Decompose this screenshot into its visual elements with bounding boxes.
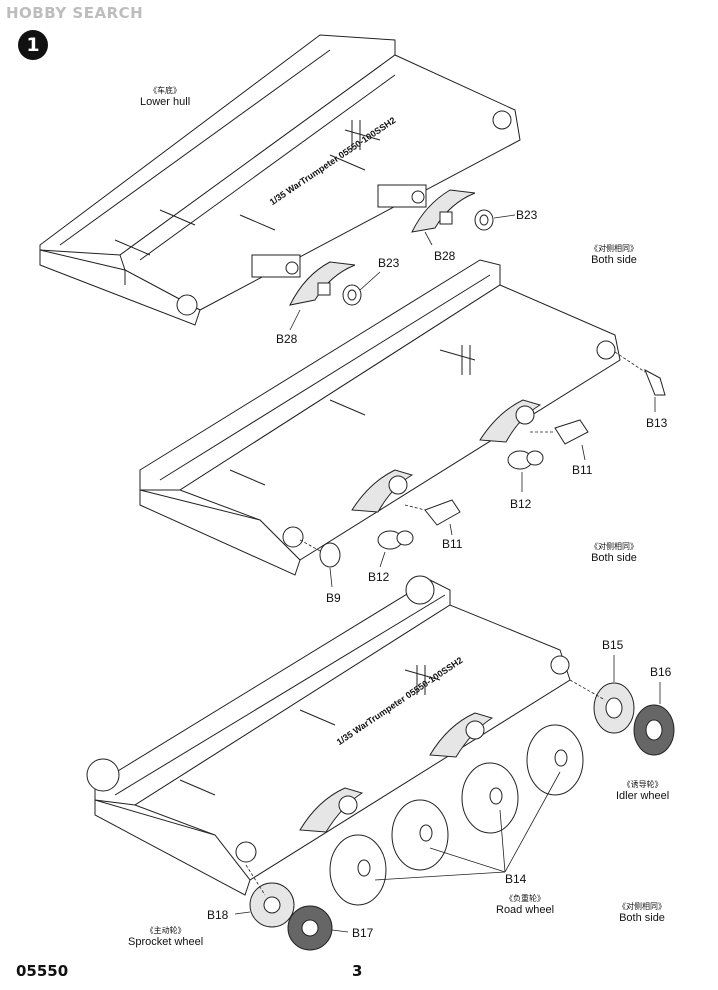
part-b14: B14 xyxy=(505,872,527,886)
swing-arm-b11-left xyxy=(404,499,461,536)
road-wheel-hub-b23-right xyxy=(474,209,516,231)
lower-hull-bottom xyxy=(86,575,571,896)
step-number-badge: 1 xyxy=(18,30,48,60)
both-side-label-cn: 《对侧相同》 xyxy=(590,244,638,253)
road-wheel-label: 《负重轮》 Road wheel xyxy=(496,894,554,917)
road-wheel-label-en: Road wheel xyxy=(496,904,555,916)
part-b13: B13 xyxy=(646,416,668,430)
track-guard-b28-left xyxy=(289,261,356,331)
part-b12-left: B12 xyxy=(368,570,390,584)
lower-hull-label-en: Lower hull xyxy=(140,96,191,108)
both-side-label-cn: 《对侧相同》 xyxy=(618,902,666,911)
idler-wheel-label: 《诱导轮》 Idler wheel xyxy=(616,780,669,803)
swing-arm-b12-right xyxy=(507,450,544,492)
both-side-label-1: 《对侧相同》 Both side xyxy=(590,244,638,267)
both-side-label-cn: 《对侧相同》 xyxy=(590,542,638,551)
part-b12-right: B12 xyxy=(510,497,532,511)
page-number: 3 xyxy=(352,962,363,980)
lower-hull-top xyxy=(39,34,521,326)
part-b9: B9 xyxy=(326,591,341,605)
swing-arm-b12-left xyxy=(377,530,414,568)
part-b11-left: B11 xyxy=(442,537,463,551)
road-wheel-hub-b23-left xyxy=(342,271,381,306)
lower-hull-label-cn: 《车底》 xyxy=(149,86,182,95)
road-wheels-b14 xyxy=(329,724,584,906)
watermark: HOBBY SEARCH xyxy=(6,4,144,22)
part-b28-upper: B28 xyxy=(434,249,456,263)
both-side-label-en: Both side xyxy=(619,912,665,924)
idler-wheel-b16 xyxy=(633,682,675,756)
part-b17: B17 xyxy=(352,926,374,940)
sprocket-axle-b9 xyxy=(299,539,341,588)
part-b16: B16 xyxy=(650,665,672,679)
part-b15: B15 xyxy=(602,638,624,652)
sprocket-wheel-b18 xyxy=(234,864,295,928)
swing-arm-b11-right xyxy=(530,419,589,461)
sprocket-wheel-label: 《主动轮》 Sprocket wheel xyxy=(128,926,203,949)
part-b18: B18 xyxy=(207,908,229,922)
part-b23-upper: B23 xyxy=(516,208,538,222)
sprocket-wheel-label-en: Sprocket wheel xyxy=(128,936,204,948)
road-wheel-label-cn: 《负重轮》 xyxy=(505,894,546,903)
both-side-label-en: Both side xyxy=(591,254,637,266)
product-code: 05550 xyxy=(16,962,69,980)
both-side-label-2: 《对侧相同》 Both side xyxy=(590,542,638,565)
part-b28-lower: B28 xyxy=(276,332,298,346)
idler-wheel-b15 xyxy=(569,655,635,734)
idler-axle-b13 xyxy=(614,351,666,412)
part-b11-right: B11 xyxy=(572,463,593,477)
both-side-label-en: Both side xyxy=(591,552,637,564)
lower-hull-middle xyxy=(139,259,621,576)
sprocket-wheel-label-cn: 《主动轮》 xyxy=(145,926,186,935)
track-guard-b28-right xyxy=(411,189,476,246)
sprocket-wheel-b17 xyxy=(287,905,349,951)
idler-wheel-label-en: Idler wheel xyxy=(616,790,670,802)
part-b23-lower: B23 xyxy=(378,256,400,270)
both-side-label-3: 《对侧相同》 Both side xyxy=(618,902,666,925)
idler-wheel-label-cn: 《诱导轮》 xyxy=(622,780,663,789)
lower-hull-label: 《车底》 Lower hull xyxy=(140,86,190,109)
